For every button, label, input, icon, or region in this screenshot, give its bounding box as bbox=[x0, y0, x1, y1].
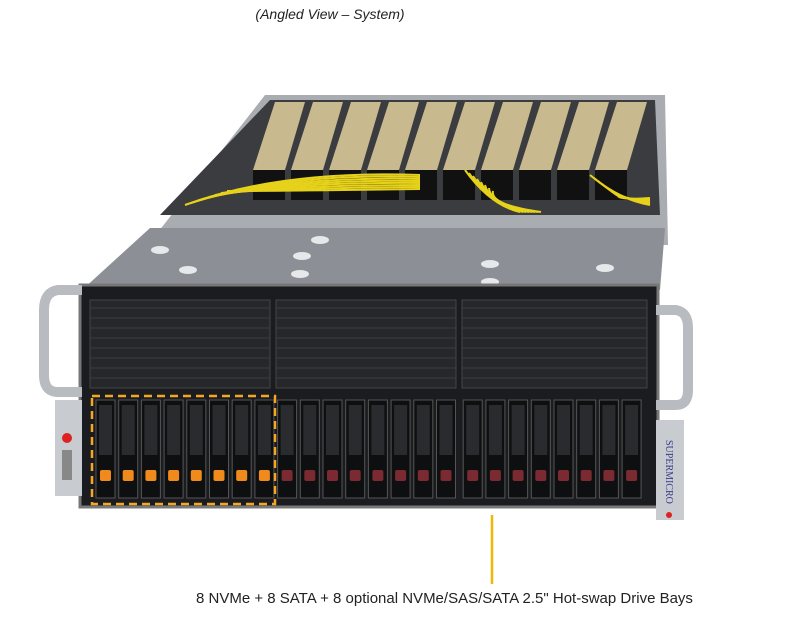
drive-vent bbox=[235, 405, 249, 455]
drive-latch bbox=[467, 470, 479, 481]
fan-grille bbox=[461, 299, 648, 389]
gpu-bracket bbox=[557, 170, 589, 200]
gpu-card bbox=[291, 102, 343, 170]
drive-vent bbox=[280, 405, 294, 455]
fan-grilles bbox=[89, 299, 648, 389]
drive-vent bbox=[394, 405, 408, 455]
drive-vent bbox=[579, 405, 593, 455]
gpu-bracket bbox=[595, 170, 627, 200]
gpu-card bbox=[329, 102, 381, 170]
right-ear bbox=[656, 420, 684, 520]
drive-vent bbox=[511, 405, 525, 455]
gpu-bracket bbox=[519, 170, 551, 200]
gpu-card bbox=[481, 102, 533, 170]
power-cables bbox=[184, 169, 651, 213]
drive-latch bbox=[236, 470, 248, 481]
gpu-card bbox=[595, 102, 647, 170]
drive-vent bbox=[466, 405, 480, 455]
front-shroud bbox=[82, 228, 665, 290]
drive-latch bbox=[213, 470, 225, 481]
drive-vent bbox=[371, 405, 385, 455]
fastener bbox=[481, 260, 499, 268]
drive-latch bbox=[558, 470, 569, 481]
brand-logo: SUPERMICRO bbox=[663, 440, 674, 504]
drive-vent bbox=[534, 405, 548, 455]
drive-latch bbox=[603, 470, 615, 481]
drive-vent bbox=[303, 405, 317, 455]
gpu-bracket bbox=[443, 170, 475, 200]
drive-vent bbox=[99, 405, 112, 455]
fastener bbox=[293, 252, 311, 260]
fastener bbox=[151, 246, 169, 254]
drive-latch bbox=[535, 470, 547, 481]
drive-vent bbox=[488, 405, 502, 455]
gpu-card bbox=[253, 102, 305, 170]
power-cable bbox=[491, 190, 542, 213]
gpu-card bbox=[367, 102, 419, 170]
gpu-card bbox=[443, 102, 495, 170]
status-leds bbox=[62, 450, 72, 480]
power-button[interactable] bbox=[62, 433, 72, 443]
drive-latch bbox=[190, 470, 202, 481]
drive-bays-caption: 8 NVMe + 8 SATA + 8 optional NVMe/SAS/SA… bbox=[196, 590, 693, 607]
drive-latch bbox=[349, 470, 361, 481]
drive-latch bbox=[512, 470, 524, 481]
drive-latch bbox=[304, 470, 316, 481]
drive-latch bbox=[327, 470, 338, 481]
drive-vent bbox=[121, 405, 135, 455]
drive-latch bbox=[168, 470, 180, 481]
drive-latch bbox=[580, 470, 592, 481]
drive-latch bbox=[281, 470, 293, 481]
gpu-card bbox=[405, 102, 457, 170]
drive-vent bbox=[625, 405, 639, 455]
fastener bbox=[179, 266, 197, 274]
drive-vent bbox=[348, 405, 362, 455]
fastener bbox=[596, 264, 614, 272]
fan-grille bbox=[275, 299, 457, 389]
fastener bbox=[311, 236, 329, 244]
drive-vent bbox=[144, 405, 158, 455]
drive-latch bbox=[145, 470, 157, 481]
drive-latch bbox=[372, 470, 384, 481]
drive-latch bbox=[258, 470, 270, 481]
left-ear bbox=[55, 400, 82, 496]
drive-vent bbox=[326, 405, 339, 455]
drive-vent bbox=[416, 405, 430, 455]
drive-vent bbox=[439, 405, 453, 455]
left-handle bbox=[39, 285, 82, 397]
drive-latch bbox=[489, 470, 501, 481]
right-handle bbox=[656, 305, 693, 410]
nvme-highlight-box bbox=[90, 394, 277, 506]
fastener bbox=[291, 270, 309, 278]
power-cable bbox=[617, 195, 651, 200]
drive-latch bbox=[395, 470, 407, 481]
power-cable bbox=[226, 188, 421, 192]
drive-bays bbox=[95, 399, 642, 499]
drive-vent bbox=[189, 405, 203, 455]
gpu-card bbox=[557, 102, 609, 170]
gpu-array bbox=[253, 102, 647, 200]
drive-latch bbox=[417, 470, 429, 481]
drive-vent bbox=[167, 405, 181, 455]
drive-latch bbox=[100, 470, 111, 481]
drive-latch bbox=[440, 470, 452, 481]
drive-vent bbox=[212, 405, 226, 455]
drive-vent bbox=[602, 405, 616, 455]
brand-dot bbox=[666, 512, 672, 518]
view-title: (Angled View – System) bbox=[255, 6, 405, 22]
gpu-card bbox=[519, 102, 571, 170]
fan-grille bbox=[89, 299, 271, 389]
drive-vent bbox=[257, 405, 271, 455]
drive-vent bbox=[557, 405, 570, 455]
drive-latch bbox=[122, 470, 134, 481]
drive-latch bbox=[626, 470, 638, 481]
